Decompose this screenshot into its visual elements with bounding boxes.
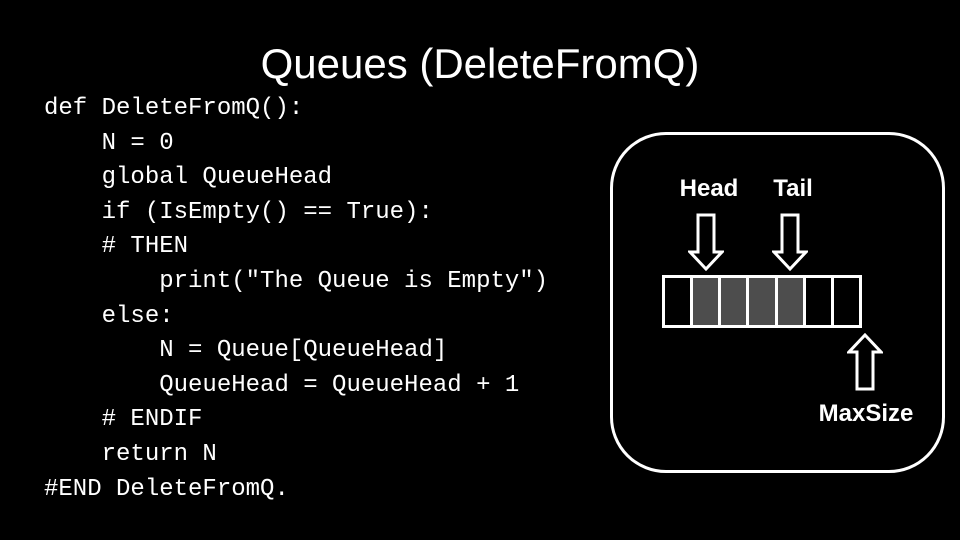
slide-title: Queues (DeleteFromQ) [260, 40, 700, 87]
queue-cell [830, 278, 859, 325]
code-line: #END DeleteFromQ. [44, 475, 289, 503]
queue-cell [802, 278, 831, 325]
tail-pointer-label: Tail [773, 175, 813, 202]
tail-down-arrow-icon [772, 213, 808, 271]
head-down-arrow-icon [688, 213, 724, 271]
queue-cells [662, 275, 862, 328]
code-listing: def DeleteFromQ(): N = 0 global QueueHea… [44, 92, 548, 507]
head-pointer-label: Head [679, 175, 739, 202]
code-line: QueueHead = QueueHead + 1 [44, 371, 520, 399]
queue-cell [665, 278, 691, 325]
code-line: if (IsEmpty() == True): [44, 198, 433, 226]
code-line: else: [44, 302, 174, 330]
queue-cell [746, 278, 775, 325]
code-line: # ENDIF [44, 406, 203, 434]
code-line: print("The Queue is Empty") [44, 267, 549, 295]
code-line: global QueueHead [44, 164, 333, 192]
code-line: # THEN [44, 233, 189, 261]
queue-cell [690, 278, 719, 325]
code-line: return N [44, 440, 217, 468]
code-line: N = 0 [44, 129, 174, 157]
queue-cell [718, 278, 747, 325]
code-line: N = Queue[QueueHead] [44, 337, 448, 365]
code-line: def DeleteFromQ(): [44, 95, 304, 122]
queue-cell [774, 278, 803, 325]
queue-diagram: Head Tail MaxSize [610, 132, 945, 473]
maxsize-label: MaxSize [818, 400, 914, 427]
maxsize-up-arrow-icon [847, 333, 883, 391]
